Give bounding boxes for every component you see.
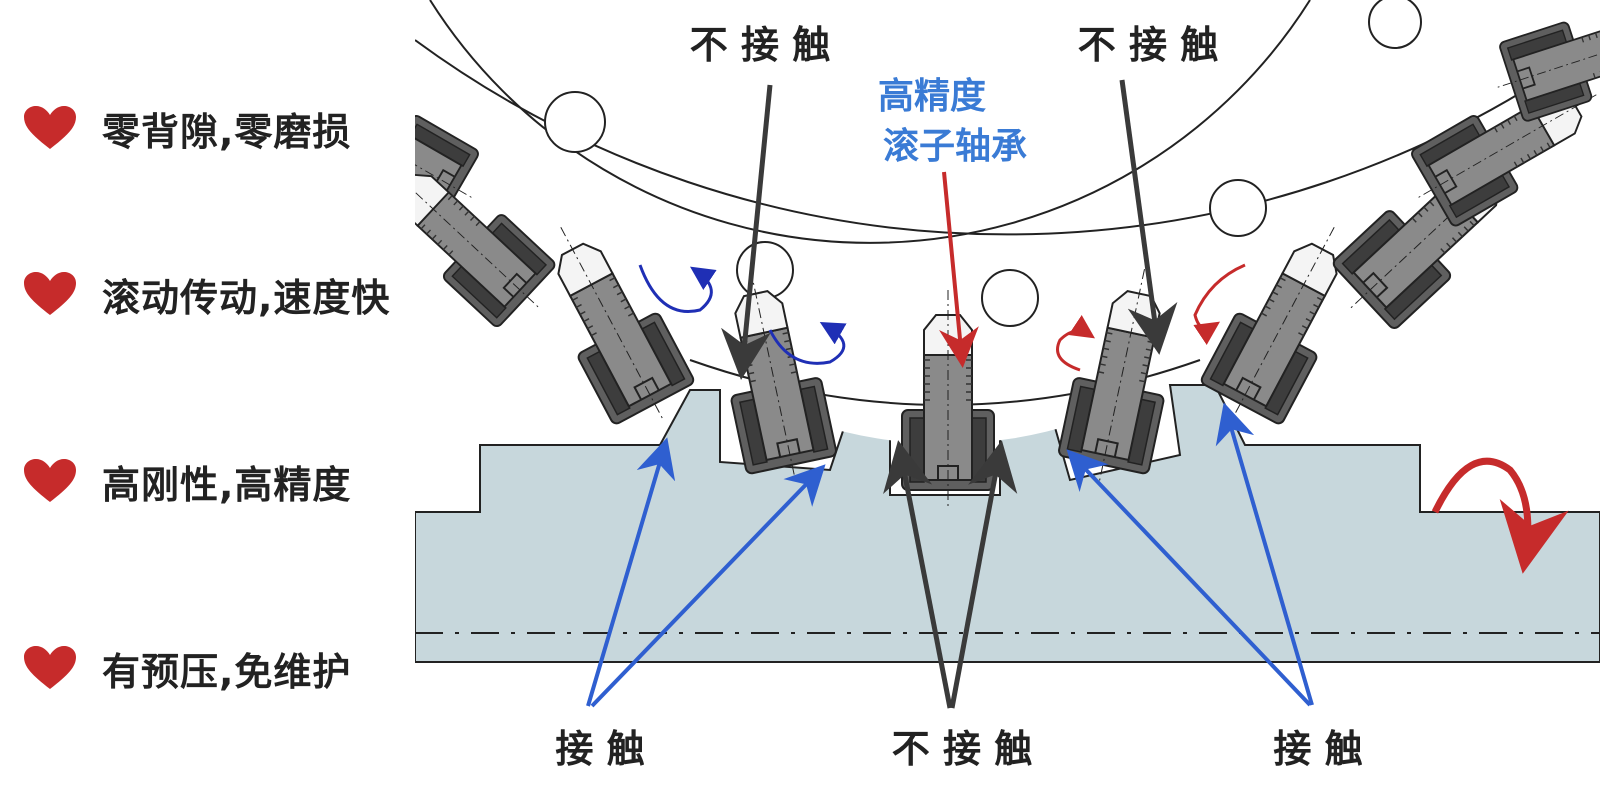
feature-label: 有预压,免维护 [102, 649, 352, 694]
label-bottom-right: 接 触 [1273, 727, 1362, 771]
label-top-left: 不 接 触 [690, 23, 830, 67]
feature-item: 滚动传动,速度快 [22, 266, 390, 322]
arrow-contact-left-1 [586, 437, 676, 707]
feature-label: 高刚性,高精度 [102, 462, 352, 507]
arrow-contact-right-1 [1066, 449, 1312, 707]
arrow-bearing [939, 171, 979, 368]
arrow-contact-left-2 [590, 464, 826, 708]
heart-icon [24, 646, 76, 689]
curved-rotation-arrow [1431, 457, 1569, 574]
rotation-arrow [638, 263, 1246, 372]
feature-item: 零背隙,零磨损 [22, 100, 351, 156]
arrow-top-right [1119, 79, 1178, 355]
arrow-contact-right-2 [1215, 402, 1314, 706]
arrow-noncontact-2 [949, 440, 1018, 709]
feature-label: 零背隙,零磨损 [102, 109, 352, 154]
arrow-noncontact-1 [883, 440, 953, 709]
heart-icon [24, 272, 76, 315]
feature-label: 滚动传动,速度快 [102, 275, 391, 320]
feature-list: 零背隙,零磨损 滚动传动,速度快 高刚性,高精度 有预压,免维护 [0, 0, 410, 800]
heart-icon [24, 459, 76, 502]
label-bottom-center: 不 接 触 [892, 727, 1032, 771]
feature-item: 有预压,免维护 [22, 640, 351, 696]
label-bearing-line2: 滚子轴承 [883, 126, 1027, 167]
feature-item: 高刚性,高精度 [22, 453, 351, 509]
heart-icon [24, 106, 76, 149]
label-bearing-line1: 高精度 [878, 76, 986, 117]
pinion-disc [415, 0, 1600, 444]
label-bottom-left: 接 触 [555, 727, 644, 771]
label-top-right: 不 接 触 [1078, 23, 1218, 67]
arrow-top-left [721, 84, 773, 380]
